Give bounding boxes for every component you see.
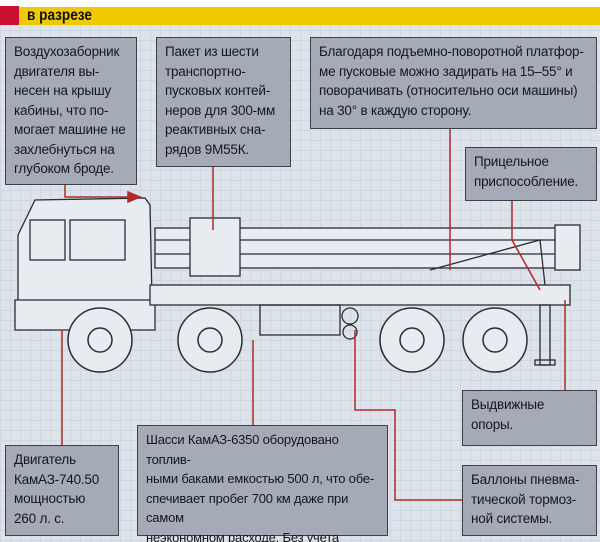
callout-brake-tanks: Баллоны пневма- тической тормоз- ной сис… — [462, 465, 597, 536]
callout-launch-pack: Пакет из шести транспортно- пусковых кон… — [156, 37, 291, 167]
logo-icon — [0, 6, 19, 25]
callout-sight: Прицельное приспособление. — [465, 147, 597, 201]
leader-lines — [61, 128, 566, 501]
truck-outline — [14, 197, 581, 366]
callout-air-intake: Воздухозаборник двигателя вы- несен на к… — [5, 37, 137, 185]
callout-outriggers: Выдвижные опоры. — [462, 390, 597, 446]
callout-engine: Двигатель КамАЗ-740.50 мощностью 260 л. … — [5, 445, 119, 536]
top-margin — [0, 0, 600, 7]
callout-platform: Благодаря подъемно-поворотной платфор- м… — [310, 37, 597, 129]
header-bar — [0, 7, 600, 25]
wheels — [67, 307, 528, 373]
callout-chassis: Шасси КамАЗ-6350 оборудовано топлив- ным… — [137, 425, 388, 542]
section-title: в разрезе — [27, 7, 92, 24]
